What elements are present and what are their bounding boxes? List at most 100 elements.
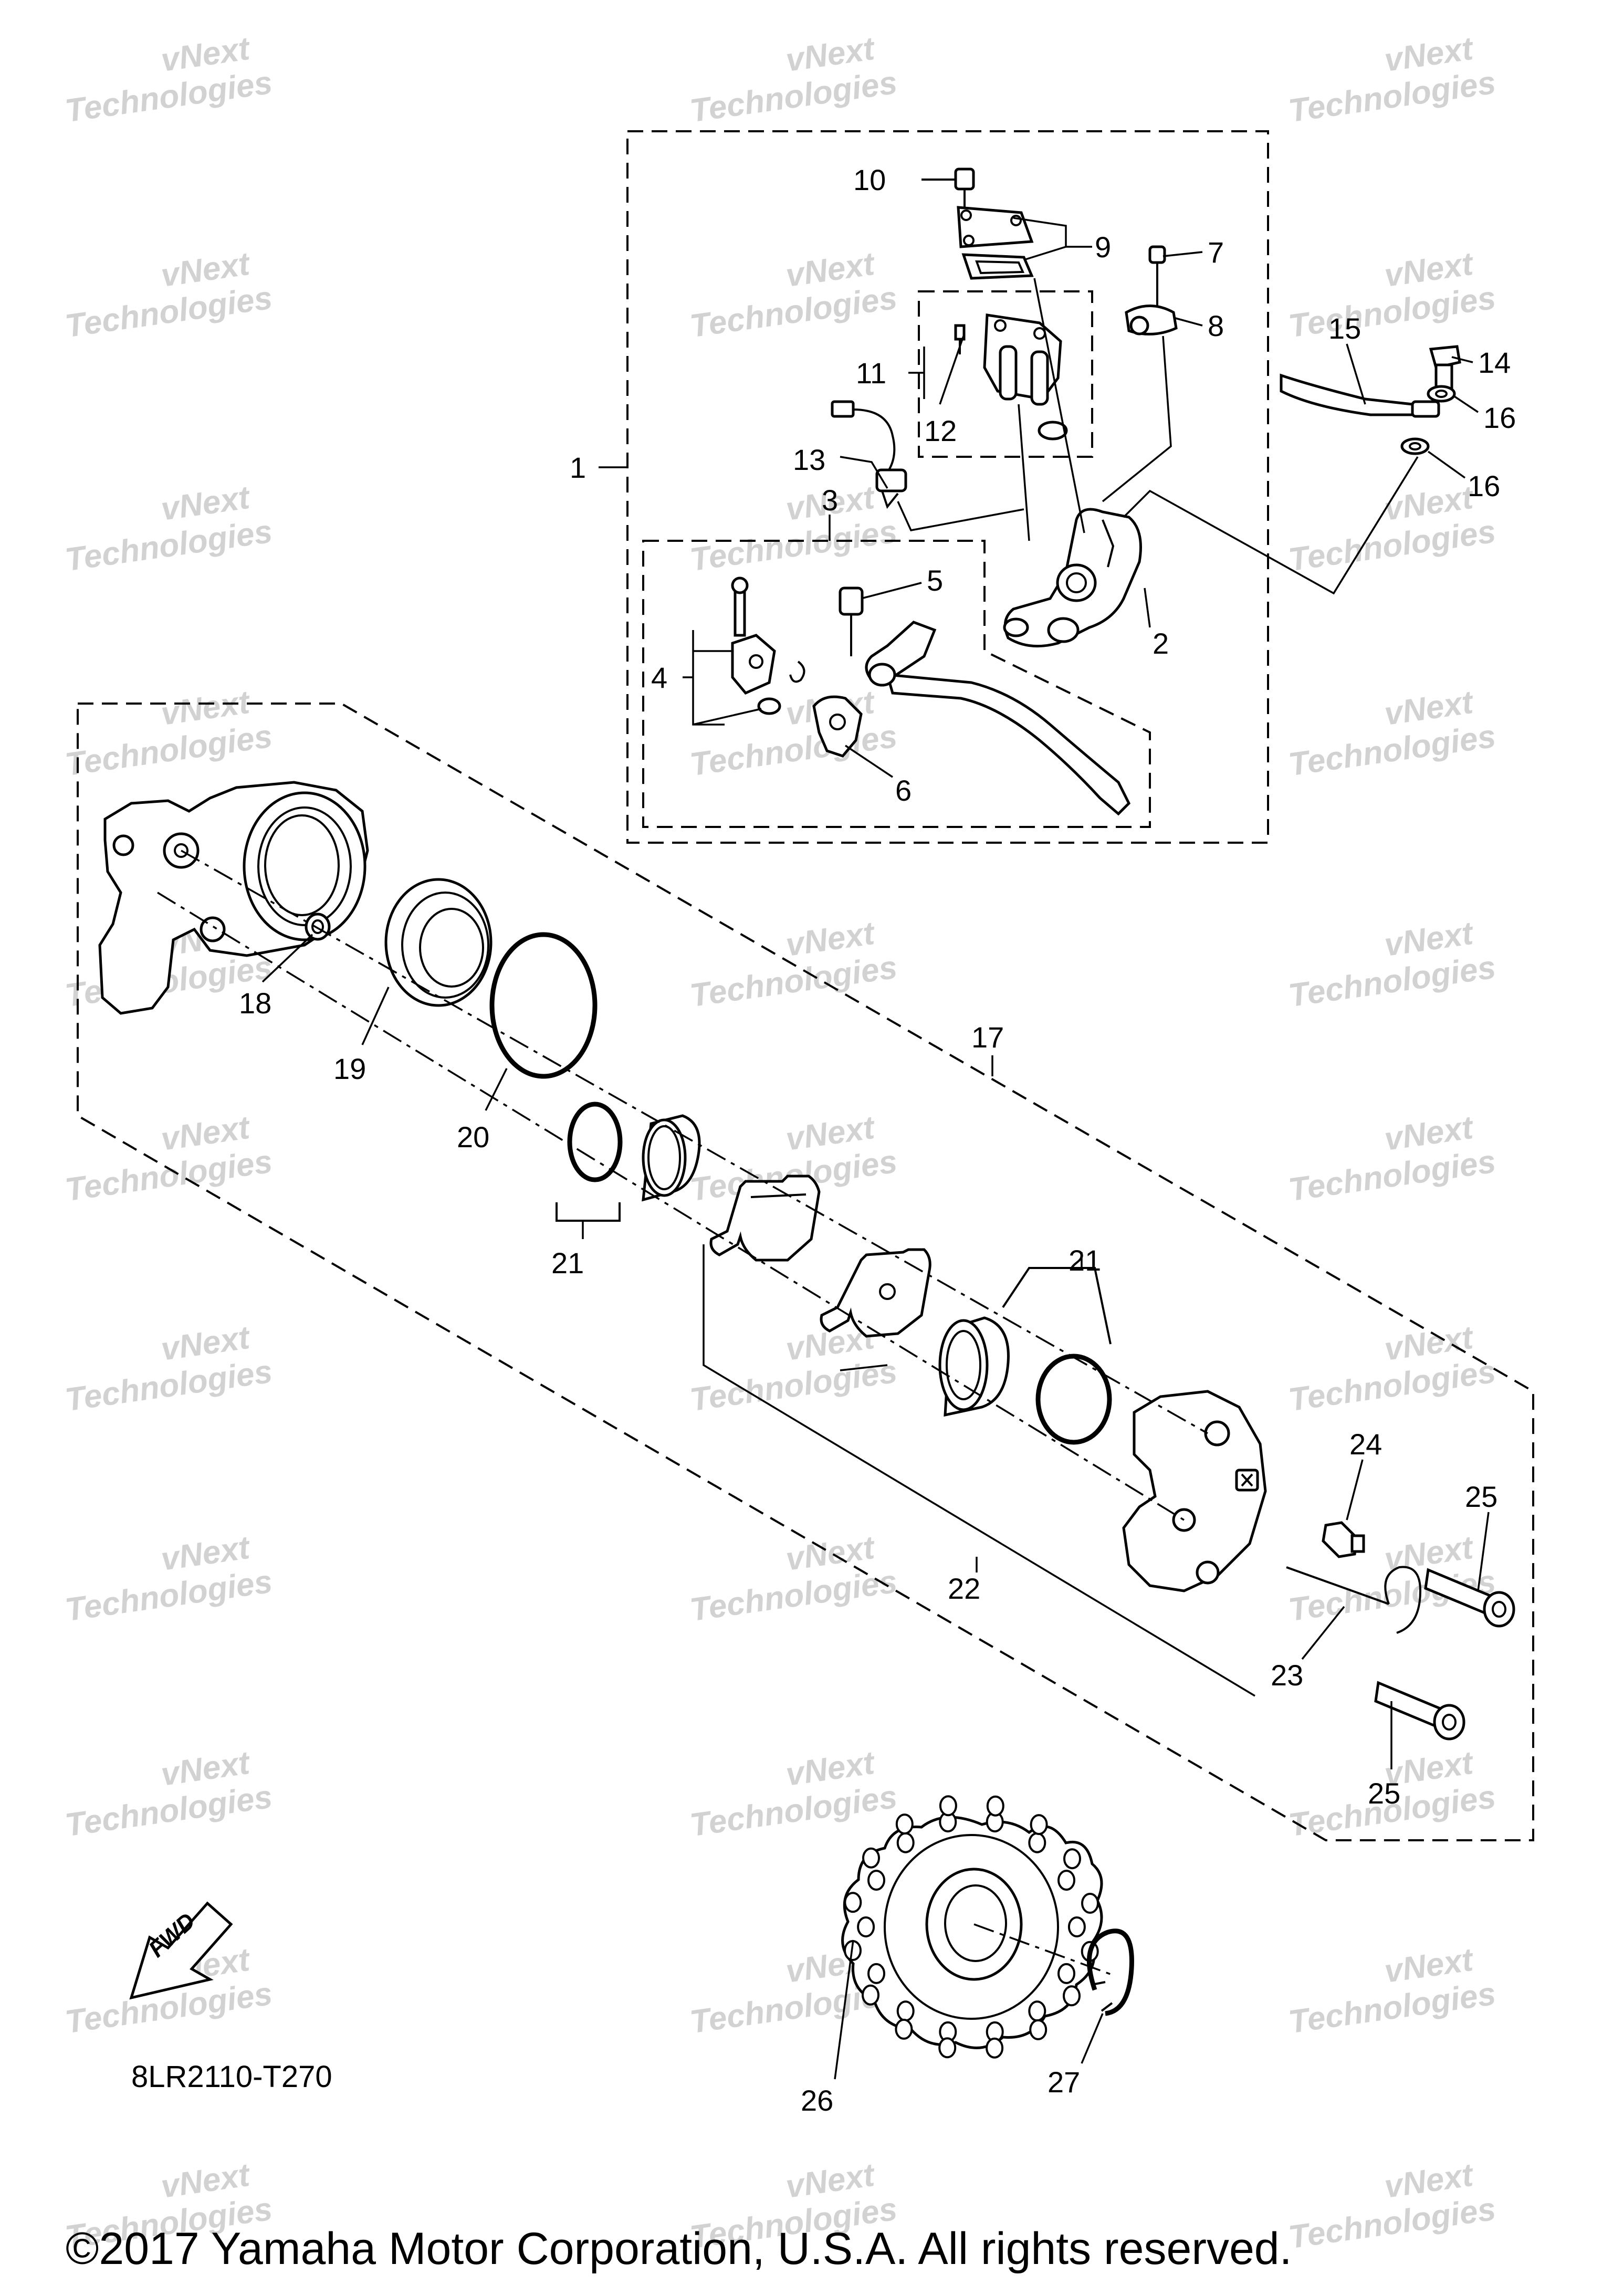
pad-pin-23 <box>1286 1566 1422 1634</box>
watermark-3: vNextTechnologies <box>58 243 275 344</box>
callout-25b: 25 <box>1368 1777 1400 1810</box>
disc-hole-16 <box>1029 2019 1048 2040</box>
cylinder-body-11 <box>954 313 1068 441</box>
disc-hole-0 <box>1067 1916 1086 1937</box>
callout-19: 19 <box>333 1052 366 1085</box>
watermark-17: vNextTechnologies <box>1281 1107 1498 1208</box>
callout-16b: 16 <box>1468 469 1500 502</box>
disc-hole-8 <box>867 1870 885 1891</box>
master-cylinder-2 <box>1003 508 1142 648</box>
callout-5: 5 <box>927 564 943 597</box>
piston-kit-21-left <box>556 1102 701 1222</box>
disc-hole-1 <box>1057 1963 1075 1984</box>
watermark-15: vNextTechnologies <box>58 1107 275 1208</box>
watermark-10: vNextTechnologies <box>683 682 899 783</box>
callout-17: 17 <box>971 1021 1004 1054</box>
disc-hole-12 <box>1028 1832 1046 1853</box>
watermark-29: vNextTechnologies <box>1281 1939 1498 2040</box>
watermark-2: vNextTechnologies <box>1281 28 1498 129</box>
watermark-22: vNextTechnologies <box>683 1527 899 1628</box>
callout-3: 3 <box>822 484 838 517</box>
callout-21a: 21 <box>551 1246 584 1280</box>
leader-lines <box>157 217 1490 2080</box>
callout-16a: 16 <box>1483 401 1516 434</box>
watermark-32: vNextTechnologies <box>1281 2154 1498 2256</box>
watermark-8: vNextTechnologies <box>1281 477 1498 578</box>
callout-26: 26 <box>801 2084 833 2117</box>
lever-assy-parts-4 <box>731 576 805 715</box>
callout-20: 20 <box>457 1120 489 1154</box>
caliper-bolt-25-bottom <box>1374 1681 1465 1741</box>
group-box-master-cylinder-assy <box>626 130 1269 844</box>
callout-23: 23 <box>1271 1659 1303 1692</box>
watermark-14: vNextTechnologies <box>1281 913 1498 1014</box>
caliper-bolt-25-top <box>1424 1568 1515 1628</box>
disc-hole-17 <box>986 2037 1004 2059</box>
disc-hole-15 <box>1063 1985 1081 2007</box>
group-box-lever-assy <box>642 540 1151 828</box>
disc-hole-25 <box>939 1795 957 1817</box>
brake-switch-13 <box>831 400 907 509</box>
watermark-1: vNextTechnologies <box>683 28 899 129</box>
callout-24: 24 <box>1349 1428 1382 1461</box>
disc-hole-2 <box>1028 2000 1046 2022</box>
ring-20 <box>489 932 598 1079</box>
watermark-11: vNextTechnologies <box>1281 682 1498 783</box>
callout-11: 11 <box>856 357 886 390</box>
copyright-notice: ©2017 Yamaha Motor Corporation, U.S.A. A… <box>66 2224 1292 2274</box>
disc-hole-22 <box>844 1892 862 1913</box>
disc-hole-9 <box>896 1832 915 1853</box>
bleed-screw-24 <box>1322 1521 1365 1558</box>
callout-12: 12 <box>924 414 957 447</box>
callout-10: 10 <box>853 163 886 196</box>
callout-1: 1 <box>570 451 586 484</box>
seal-19 <box>384 878 493 1007</box>
watermark-4: vNextTechnologies <box>683 243 899 344</box>
disc-hole-7 <box>857 1916 875 1937</box>
watermark-24: vNextTechnologies <box>58 1742 275 1843</box>
brake-pad-right <box>820 1248 931 1338</box>
circlip-27 <box>1086 1928 1134 2016</box>
watermark-0: vNextTechnologies <box>58 28 275 129</box>
reservoir-cap-9 <box>957 206 1034 280</box>
disc-hole-20 <box>862 1984 879 2006</box>
diagram-code: 8LR2110-T270 <box>131 2060 332 2094</box>
callout-8: 8 <box>1208 309 1224 342</box>
callout-7: 7 <box>1208 236 1224 269</box>
disc-drill-holes <box>844 1795 1099 2059</box>
disc-hole-29 <box>1081 1893 1099 1914</box>
callout-22: 22 <box>948 1572 980 1605</box>
watermark-25: vNextTechnologies <box>683 1742 899 1843</box>
disc-hole-28 <box>1063 1848 1081 1870</box>
brake-disc-26 <box>841 1795 1103 2059</box>
callout-13: 13 <box>793 443 825 476</box>
group-box-master-cylinder-kit <box>918 290 1093 458</box>
callout-18: 18 <box>239 987 271 1020</box>
callout-27: 27 <box>1048 2066 1080 2099</box>
disc-hole-6 <box>867 1963 885 1984</box>
disc-hole-18 <box>938 2037 957 2059</box>
bleeder-cap-18 <box>305 913 331 941</box>
lever-bracket-6 <box>812 695 863 758</box>
callout-15: 15 <box>1328 312 1361 345</box>
disc-hole-26 <box>986 1795 1004 1817</box>
caliper-outer-body <box>1122 1390 1267 1592</box>
watermark-7: vNextTechnologies <box>683 477 899 578</box>
disc-hole-23 <box>862 1847 880 1869</box>
watermark-6: vNextTechnologies <box>58 477 275 578</box>
disc-hole-24 <box>895 1813 914 1835</box>
washers-16 <box>1400 385 1456 455</box>
piston-kit-21-right <box>938 1267 1112 1445</box>
callout-21b: 21 <box>1069 1244 1101 1277</box>
watermark-21: vNextTechnologies <box>58 1527 275 1628</box>
pivot-bolt-5 <box>839 586 864 656</box>
callout-4: 4 <box>651 661 667 694</box>
watermark-5: vNextTechnologies <box>1281 243 1498 344</box>
watermark-layer: vNextTechnologies vNextTechnologies vNextT… <box>58 28 1498 2256</box>
disc-hole-13 <box>1057 1870 1075 1891</box>
brake-hose-15 <box>1280 373 1440 418</box>
disc-hole-27 <box>1030 1814 1048 1836</box>
watermark-9: vNextTechnologies <box>58 682 275 783</box>
watermark-18: vNextTechnologies <box>58 1317 275 1418</box>
